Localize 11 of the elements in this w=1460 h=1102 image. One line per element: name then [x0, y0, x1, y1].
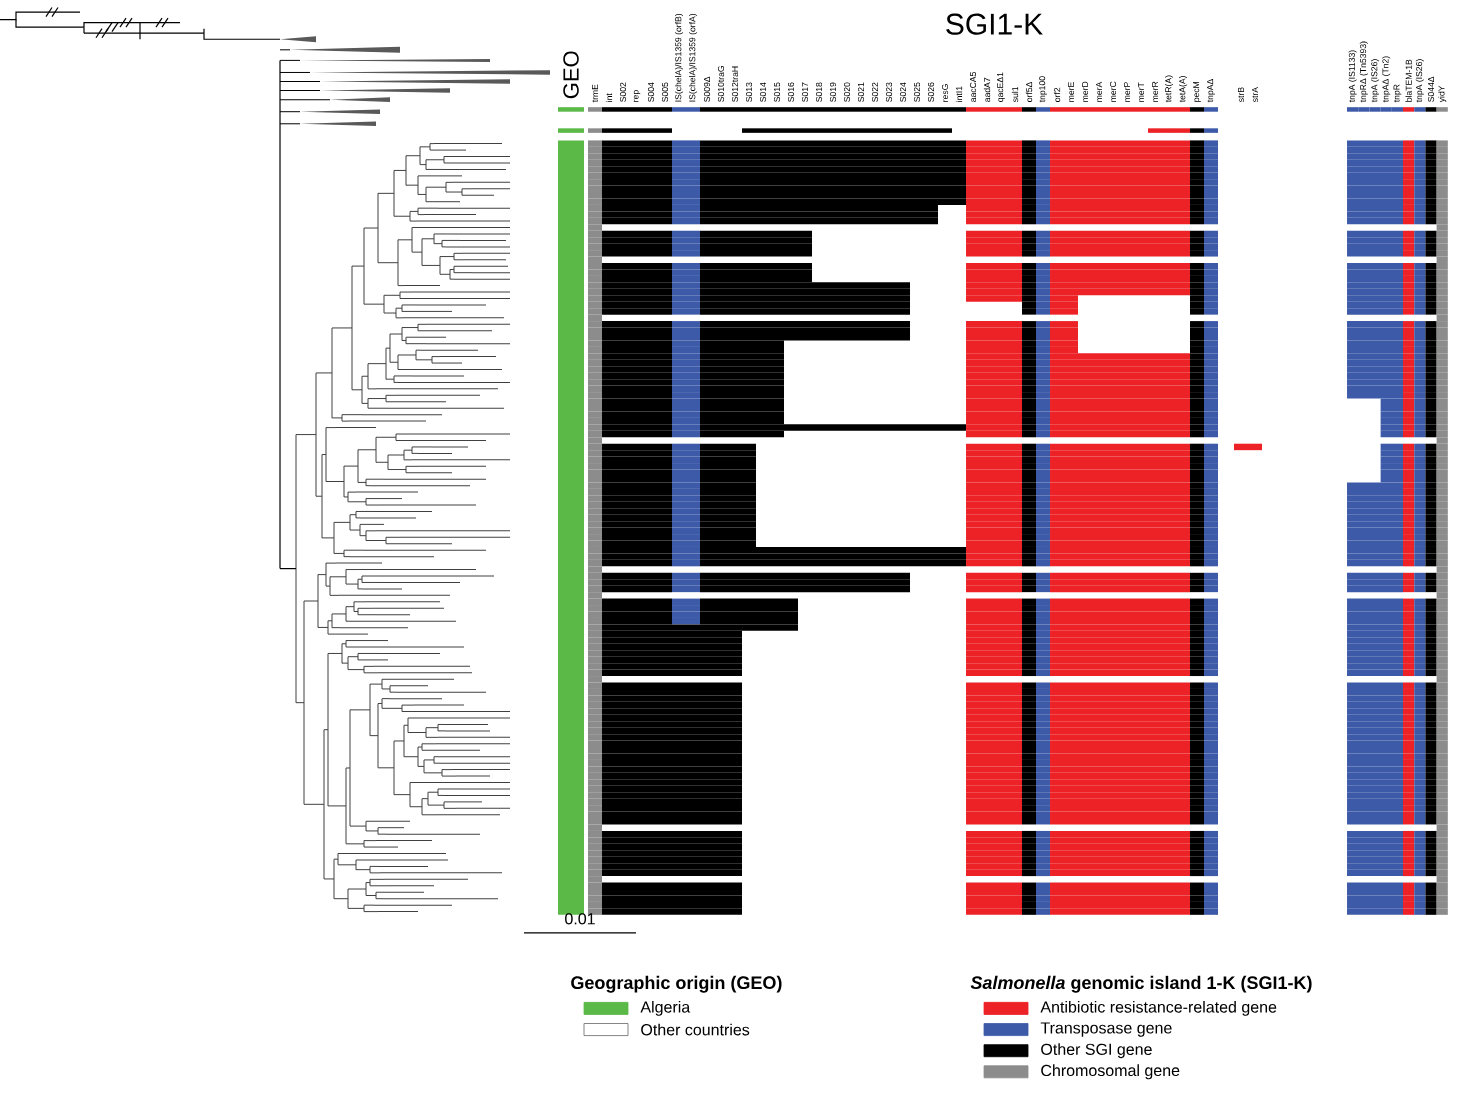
legend-label: Other countries: [641, 1023, 750, 1036]
scale-label: 0.01: [565, 913, 595, 925]
legend-title: Salmonella genomic island 1-K (SGI1-K): [970, 975, 1312, 993]
legend-label: Antibiotic resistance-related gene: [1040, 1000, 1277, 1016]
legend-label: Other SGI gene: [1041, 1043, 1152, 1059]
legend-label: Chromosomal gene: [1041, 1064, 1180, 1080]
legend-label: Transposase gene: [1040, 1022, 1172, 1037]
column-header: GEO: [563, 51, 579, 99]
legend-title: Geographic origin (GEO): [571, 975, 782, 993]
title: SGI1-K: [946, 13, 1043, 35]
legend-label: Algeria: [640, 1000, 691, 1016]
